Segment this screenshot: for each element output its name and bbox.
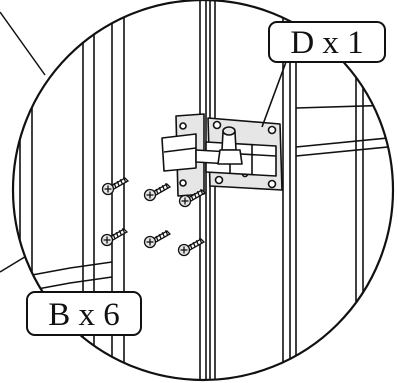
wood-screw-icon [143, 183, 172, 202]
wood-screw-icon [178, 189, 207, 208]
callout-screw-label: B x 6 [26, 291, 142, 336]
callout-latch-label: D x 1 [268, 21, 386, 63]
magnifier-circle [11, 0, 395, 382]
leader-line-bottom-left [0, 254, 29, 273]
wood-screw-icon [177, 238, 206, 257]
wood-screw-icon [101, 177, 130, 196]
leader-line-latch [261, 61, 287, 128]
wood-screw-icon [100, 228, 129, 247]
screw-group [100, 177, 207, 257]
wood-screw-icon [143, 230, 172, 249]
leader-line-top-left [0, 11, 46, 76]
barrel-latch [161, 113, 283, 197]
